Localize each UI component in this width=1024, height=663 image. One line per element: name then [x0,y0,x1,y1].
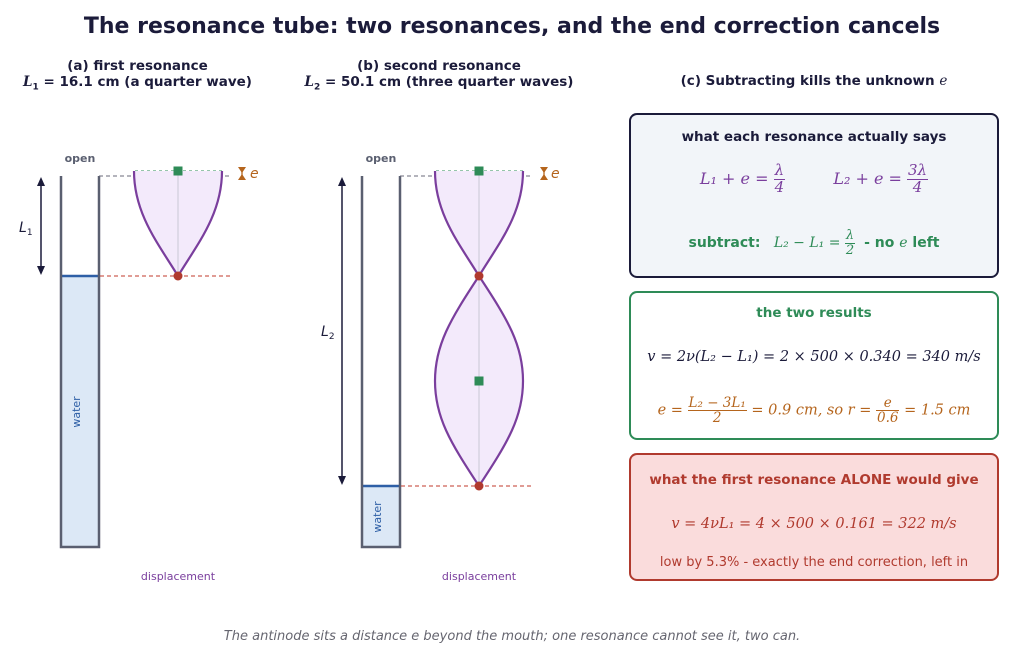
first-resonance-equation: v = 4νL₁ = 4 × 500 × 0.161 = 322 m/s [671,516,957,532]
panel-b-e-label: e [551,166,560,182]
panel-b-tube [360,176,402,549]
panel-a-envelope [132,170,224,277]
panel-a-node-marker [173,271,183,281]
first-resonance-note: low by 5.3% - exactly the end correction… [659,555,969,570]
box-first-heading: what the first resonance ALONE would giv… [649,472,979,488]
box-results-heading: the two results [756,305,872,321]
caption: The antinode sits a distance e beyond th… [223,629,801,644]
panel-a-antinode-marker [173,166,183,176]
panel-b-displacement-label: displacement [442,570,517,583]
panel-b-node-marker-mid [474,271,484,281]
panel-b-title: (b) second resonance L2 = 50.1 cm (three… [300,58,578,96]
panel-a-displacement-label: displacement [141,570,216,583]
first-resonance-box: what the first resonance ALONE would giv… [629,453,999,581]
panel-b-antinode-marker-top [474,166,484,176]
panel-b-water [362,486,400,547]
panel-a-tube [59,176,101,549]
box-says-heading: what each resonance actually says [681,129,947,145]
panel-a-water [61,276,99,547]
panel-b-node-marker-bottom [474,481,484,491]
panel-a-length: L1 = 16.1 cm (a quarter wave) [23,74,252,93]
panel-a-l1-symbol: L1 [19,220,33,238]
results-box: the two results v = 2ν(L₂ − L₁) = 2 × 50… [629,291,999,440]
panel-b-l2-symbol: L2 [321,324,335,342]
resonance-statements-box: what each resonance actually says L₁ + e… [629,113,999,278]
panel-a-open-label: open [65,152,96,165]
panel-a-title: (a) first resonance L1 = 16.1 cm (a quar… [20,58,255,96]
panel-b-water-label: water [371,501,384,533]
page-title: The resonance tube: two resonances, and … [83,14,941,39]
panel-a-water-label: water [70,396,83,428]
panel-b-length: L2 = 50.1 cm (three quarter waves) [304,74,574,93]
panel-b-envelope-top [433,170,525,277]
panel-b-open-label: open [366,152,397,165]
resonance-diagram: open water L1 e displacement open water … [19,152,560,583]
panel-b-antinode-marker-mid [474,376,484,386]
speed-equation: v = 2ν(L₂ − L₁) = 2 × 500 × 0.340 = 340 … [647,349,981,365]
panel-c-heading: (c) Subtracting kills the unknown e [680,73,948,89]
panel-a-e-label: e [250,166,259,182]
panel-b-heading: (b) second resonance [357,58,521,74]
panel-a-heading: (a) first resonance [67,58,208,74]
